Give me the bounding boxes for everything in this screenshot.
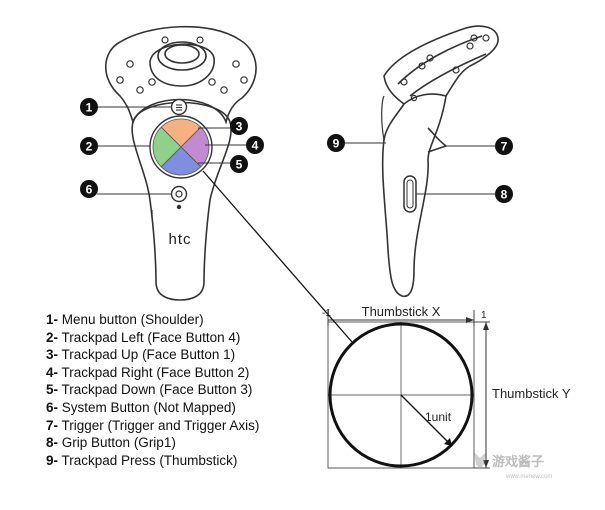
trackpad-down-quadrant [160, 146, 202, 176]
legend-text: Grip Button (Grip1) [61, 435, 176, 451]
callout-badge-9: 9 [327, 134, 345, 152]
legend-number: 3 [46, 347, 54, 363]
callout-badge-2: 2 [80, 137, 98, 155]
svg-text:2: 2 [86, 140, 93, 154]
thumbstick-x-label: Thumbstick X [362, 304, 441, 319]
legend-separator: - [53, 399, 59, 415]
callout-lines [97, 106, 495, 195]
legend-separator: - [53, 347, 59, 363]
x-max-label: 1 [481, 310, 487, 321]
legend-separator: - [53, 329, 59, 345]
legend-number: 7 [46, 417, 54, 433]
grip-button [403, 175, 417, 213]
menu-button-icon [176, 104, 182, 111]
legend-separator: - [53, 417, 59, 433]
svg-text:9: 9 [333, 137, 340, 151]
legend-item: 7- Trigger (Trigger and Trigger Axis) [46, 417, 336, 435]
thumbstick-diagram [327, 310, 490, 469]
legend-text: Trackpad Right (Face Button 2) [61, 364, 250, 380]
callout-badge-3: 3 [230, 117, 248, 135]
watermark: 游戏酱子 www.menew.com [474, 452, 552, 480]
leader-line [202, 170, 353, 343]
legend-separator: - [53, 382, 59, 398]
watermark-brand: 游戏酱子 [492, 454, 544, 469]
menu-button [170, 98, 188, 116]
svg-text:5: 5 [236, 158, 243, 172]
legend-text: Trackpad Press (Thumbstick) [61, 452, 238, 468]
controller-front-view [105, 25, 257, 301]
legend-separator: - [53, 435, 59, 451]
callout-badge-7: 7 [495, 137, 513, 155]
callout-badge-6: 6 [80, 180, 98, 198]
callout-badge-1: 1 [80, 98, 98, 116]
legend-text: Menu button (Shoulder) [61, 312, 204, 327]
legend-number: 4 [46, 364, 54, 380]
tracking-ring-inner [149, 43, 215, 87]
legend-item: 1- Menu button (Shoulder) [46, 311, 336, 329]
legend-number: 6 [46, 399, 54, 415]
legend-separator: - [53, 452, 59, 468]
legend-item: 5- Trackpad Down (Face Button 3) [46, 381, 336, 399]
watermark-logo-icon [474, 452, 486, 470]
watermark-url: www.menew.com [505, 474, 552, 480]
side-handle [381, 95, 447, 298]
svg-text:3: 3 [236, 120, 243, 134]
thumbstick-circle [328, 322, 474, 468]
svg-text:7: 7 [501, 140, 508, 154]
legend-item: 2- Trackpad Left (Face Button 4) [46, 329, 336, 347]
trackpad-left-quadrant [152, 126, 182, 168]
svg-text:1: 1 [86, 101, 93, 115]
trackpad [152, 118, 210, 176]
legend-item: 3- Trackpad Up (Face Button 1) [46, 346, 336, 364]
controller-side-view [381, 25, 499, 298]
legend-separator: - [53, 364, 59, 380]
legend-item: 9- Trackpad Press (Thumbstick) [46, 452, 336, 470]
legend-number: 9 [46, 452, 54, 468]
legend-text: System Button (Not Mapped) [61, 399, 236, 415]
legend-text: Trackpad Left (Face Button 4) [61, 329, 241, 345]
legend-text: Trackpad Down (Face Button 3) [61, 382, 253, 398]
legend-number: 1 [46, 312, 54, 327]
legend-text: Trackpad Up (Face Button 1) [61, 347, 236, 363]
button-legend: 1- Menu button (Shoulder)2- Trackpad Lef… [46, 311, 336, 469]
legend-text: Trigger (Trigger and Trigger Axis) [61, 417, 260, 433]
callout-badge-5: 5 [230, 155, 248, 173]
legend-item: 6- System Button (Not Mapped) [46, 399, 336, 417]
callout-badge-8: 8 [495, 185, 513, 203]
callout-badge-4: 4 [246, 136, 264, 154]
side-ring [383, 25, 499, 106]
thumbstick-y-label: Thumbstick Y [492, 386, 571, 401]
legend-separator: - [53, 312, 59, 327]
legend-item: 8- Grip Button (Grip1) [46, 434, 336, 452]
radius-arrow [400, 394, 453, 447]
legend-item: 4- Trackpad Right (Face Button 2) [46, 364, 336, 382]
radius-label: 1unit [425, 410, 452, 424]
legend-number: 8 [46, 435, 54, 451]
legend-number: 5 [46, 382, 54, 398]
svg-text:4: 4 [252, 139, 259, 153]
system-button-icon [175, 190, 183, 198]
svg-text:8: 8 [501, 188, 508, 202]
system-button [170, 185, 188, 203]
controller-logo: htc [168, 231, 191, 248]
controller-handle [131, 101, 232, 301]
legend-number: 2 [46, 329, 54, 345]
svg-text:6: 6 [86, 183, 93, 197]
trackpad-up-quadrant [160, 118, 202, 148]
